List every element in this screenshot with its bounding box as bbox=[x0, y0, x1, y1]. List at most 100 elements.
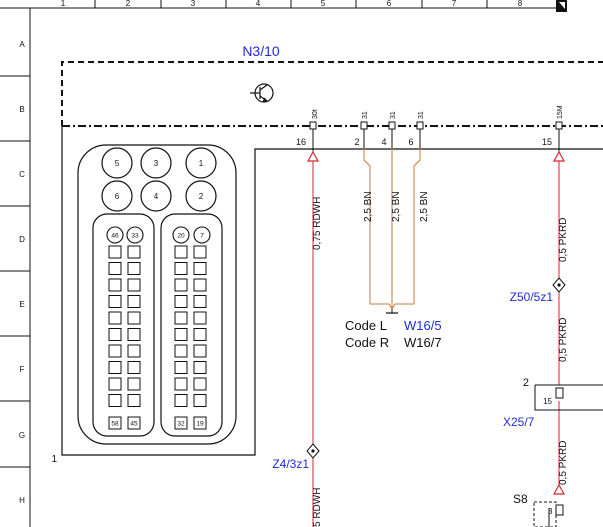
pin-number-15: 15 bbox=[542, 137, 552, 147]
row-label-d: D bbox=[19, 235, 25, 244]
connector-label: 1 bbox=[51, 454, 57, 465]
row-label-f: F bbox=[20, 365, 25, 374]
ref-z4: Z4/3z1 bbox=[272, 457, 309, 471]
pin-number-6: 6 bbox=[408, 137, 413, 147]
pin-label: 4 bbox=[154, 192, 159, 201]
square-pin bbox=[193, 245, 207, 259]
wire-pkrd bbox=[552, 129, 566, 495]
x25-pin-b: 15 bbox=[543, 397, 552, 406]
square-pin bbox=[193, 295, 207, 308]
block-top-pin-labels: 46 33 20 7 bbox=[111, 233, 204, 240]
square-pin bbox=[174, 245, 188, 259]
square-pin bbox=[193, 344, 207, 358]
square-pin bbox=[108, 262, 122, 275]
square-pin bbox=[193, 377, 207, 391]
square-pin bbox=[127, 394, 141, 407]
corner-marker bbox=[556, 0, 567, 12]
module-boundary bbox=[61, 61, 603, 127]
pin-label: 46 bbox=[111, 233, 119, 240]
pin-numbers: 16 2 4 6 15 bbox=[296, 137, 552, 147]
connector-body bbox=[77, 144, 237, 445]
ref-x25: X25/7 bbox=[503, 415, 535, 429]
ground-code-r: Code R bbox=[345, 335, 389, 350]
wire-label-pkrd-mid: 0,5 PKRD bbox=[558, 318, 569, 362]
square-pin bbox=[108, 245, 122, 259]
pin-number-16: 16 bbox=[296, 137, 306, 147]
ground-code-l: Code L bbox=[345, 318, 387, 333]
terminal-label-31a: 31 bbox=[362, 111, 369, 119]
square-pin bbox=[174, 262, 188, 275]
square-pin bbox=[127, 377, 141, 391]
pin-label: 33 bbox=[131, 233, 139, 240]
x25-pin-a: 2 bbox=[523, 377, 529, 389]
square-pin bbox=[174, 394, 188, 407]
row-label-g: G bbox=[19, 431, 25, 440]
square-pin bbox=[193, 278, 207, 292]
terminal-labels: 30t 31 31 31 15M bbox=[312, 105, 564, 119]
pin-number-4: 4 bbox=[381, 137, 386, 147]
grid-frame bbox=[0, 0, 556, 527]
square-pin bbox=[193, 311, 207, 325]
pin-label: 6 bbox=[115, 192, 120, 201]
wire-label-pkrd-low: 0,5 PKRD bbox=[558, 441, 569, 485]
row-label-b: B bbox=[19, 105, 24, 114]
square-pin bbox=[174, 344, 188, 358]
square-pin bbox=[193, 328, 207, 341]
row-labels: A B C D E F G H bbox=[19, 40, 25, 505]
square-pin bbox=[174, 377, 188, 391]
terminal-label-31c: 31 bbox=[418, 111, 425, 119]
square-pin bbox=[174, 278, 188, 292]
square-pin bbox=[127, 262, 141, 275]
block-bottom-pin-labels: 58 45 32 19 bbox=[111, 421, 204, 428]
pin-label: 3 bbox=[154, 159, 159, 168]
col-label-2: 2 bbox=[126, 0, 131, 8]
block-bottom-pins bbox=[108, 416, 207, 430]
connector-x25 bbox=[534, 384, 603, 411]
col-label-6: 6 bbox=[387, 0, 392, 8]
square-pin bbox=[127, 295, 141, 308]
pin-block-left bbox=[92, 213, 155, 437]
pin-label: 20 bbox=[177, 233, 185, 240]
col-label-4: 4 bbox=[256, 0, 261, 8]
module-name: N3/10 bbox=[242, 43, 280, 59]
pin-label: 19 bbox=[196, 421, 204, 428]
row-label-c: C bbox=[19, 170, 25, 179]
square-pin bbox=[108, 377, 122, 391]
col-label-1: 1 bbox=[61, 0, 66, 8]
terminal-label-15m: 15M bbox=[557, 105, 564, 119]
square-pin bbox=[127, 278, 141, 292]
row-label-a: A bbox=[19, 40, 25, 49]
round-pins bbox=[101, 147, 217, 212]
square-pin bbox=[108, 361, 122, 374]
pin-label: 45 bbox=[130, 421, 138, 428]
square-pin bbox=[174, 295, 188, 308]
square-pin bbox=[127, 344, 141, 358]
square-pin bbox=[127, 328, 141, 341]
corner-arrow-icon bbox=[559, 2, 565, 9]
wire-label-pkrd-top: 0,5 PKRD bbox=[558, 218, 569, 262]
pin-label: 7 bbox=[200, 233, 204, 240]
ground-code-l-ref: W16/5 bbox=[404, 318, 442, 333]
row-label-e: E bbox=[19, 300, 24, 309]
square-pin bbox=[127, 361, 141, 374]
wire-rdwh bbox=[306, 129, 320, 527]
square-pin bbox=[108, 344, 122, 358]
column-labels: 1 2 3 4 5 6 7 8 bbox=[61, 0, 523, 8]
ground-code-r-ref: W16/7 bbox=[404, 335, 442, 350]
pin-block-right bbox=[160, 213, 223, 437]
square-pin-grid bbox=[108, 245, 207, 407]
ref-z50: Z50/5z1 bbox=[510, 290, 554, 304]
square-pin bbox=[127, 245, 141, 259]
wire-label-bn-3: 2,5 BN bbox=[419, 191, 430, 222]
square-pin bbox=[174, 311, 188, 325]
square-pin bbox=[193, 394, 207, 407]
wire-label-bn-1: 2,5 BN bbox=[363, 191, 374, 222]
splice-z4-icon bbox=[306, 443, 320, 459]
pin-number-2: 2 bbox=[354, 137, 359, 147]
wire-label-rdwh: 0,75 RDWH bbox=[312, 197, 323, 250]
square-pin bbox=[127, 311, 141, 325]
switch-s8 bbox=[533, 501, 564, 527]
square-pin bbox=[193, 361, 207, 374]
square-pin bbox=[108, 394, 122, 407]
